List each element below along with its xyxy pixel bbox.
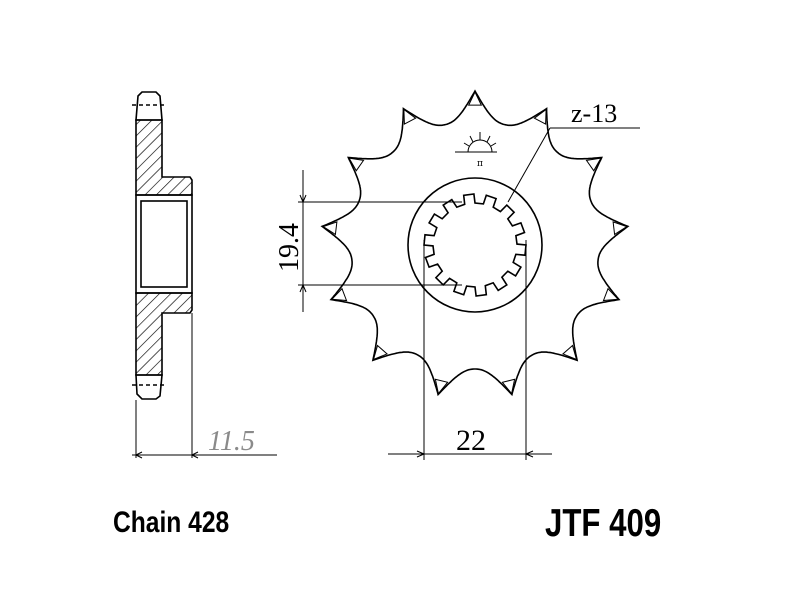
tooth-tip-mark [321, 221, 338, 236]
tooth-tip-mark [585, 157, 602, 172]
dimension-lines [132, 127, 640, 460]
bore-dimension-label: 19.4 [274, 223, 305, 272]
tooth-tip-mark [533, 108, 547, 125]
sprocket-teeth-outline [320, 89, 630, 397]
tooth-tip-mark [612, 221, 629, 236]
spline-dimension-label: 22 [456, 424, 486, 457]
tooth-tip-mark [467, 90, 483, 106]
tooth-tip-mark [330, 287, 348, 302]
tooth-tip-mark [372, 344, 388, 361]
part-number: JTF 409 [545, 502, 662, 545]
sun-logo-icon: π [455, 132, 497, 169]
tooth-tip-mark [403, 108, 417, 125]
tooth-tip-mark [348, 157, 365, 172]
chain-label: Chain 428 [113, 506, 230, 539]
front-view [320, 89, 630, 397]
spline-bore [423, 193, 527, 297]
svg-text:π: π [477, 159, 483, 169]
tooth-tip-mark [562, 344, 578, 361]
width-dimension-label: 11.5 [208, 426, 255, 457]
teeth-count-label: z-13 [571, 99, 617, 128]
tooth-tip-mark [501, 378, 516, 395]
tooth-tip-mark [602, 287, 620, 302]
tooth-tip-mark [434, 378, 449, 395]
side-view [132, 91, 193, 400]
hub-circle [407, 177, 543, 313]
